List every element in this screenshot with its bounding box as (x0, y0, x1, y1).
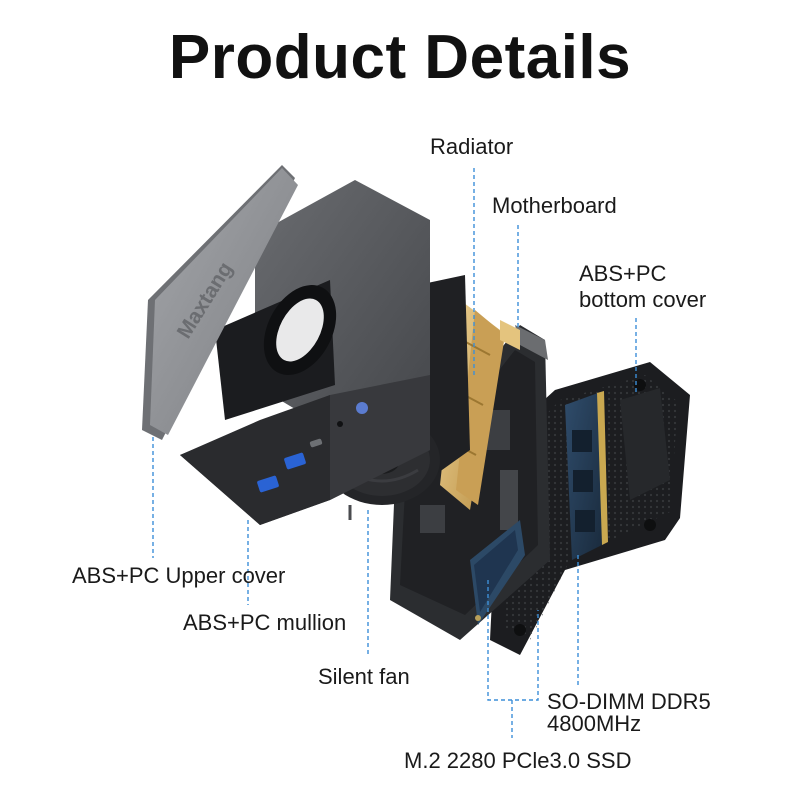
label-fan: Silent fan (318, 664, 410, 689)
label-bottom-cover-line1: ABS+PC (579, 261, 667, 286)
chassis-frame (180, 180, 430, 525)
leader-ssd (487, 580, 539, 701)
label-motherboard: Motherboard (492, 193, 617, 218)
label-radiator: Radiator (430, 134, 514, 159)
label-upper-cover: ABS+PC Upper cover (72, 563, 286, 588)
label-ram-line2: 4800MHz (547, 711, 642, 736)
page-title: Product Details (168, 23, 632, 92)
label-mullion: ABS+PC mullion (183, 610, 347, 635)
label-ram-line1: SO-DIMM DDR5 (547, 689, 711, 714)
m2-ssd (470, 520, 525, 625)
ram-module (565, 391, 608, 560)
label-ssd: M.2 2280 PCle3.0 SSD (404, 748, 632, 773)
label-bottom-cover-line2: bottom cover (579, 287, 707, 312)
leader-lines (152, 168, 637, 738)
